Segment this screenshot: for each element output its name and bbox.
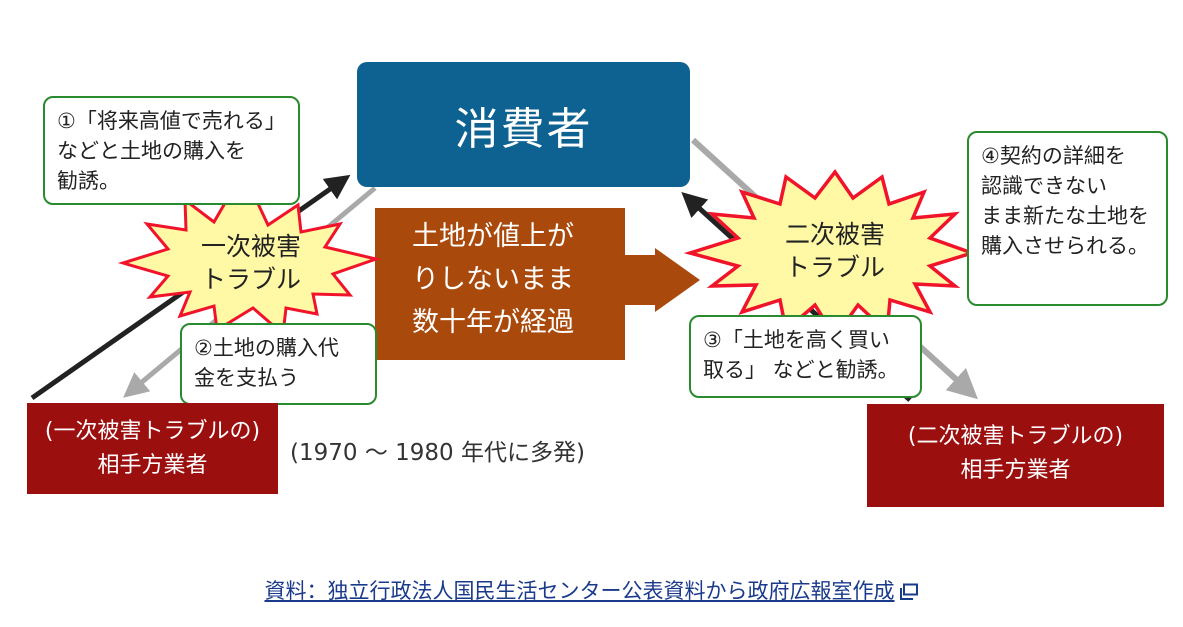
note-line: 勧誘。 (57, 169, 120, 193)
source-link-text: 資料：独立行政法人国民生活センター公表資料から政府広報室作成 (264, 579, 895, 603)
consumer-label: 消費者 (454, 103, 593, 155)
note-payment-primary: ②土地の購入代 金を支払う (180, 323, 377, 405)
note-line: などと土地の購入を (57, 139, 246, 163)
note-line: ②土地の購入代 (194, 336, 339, 360)
note-line: 購入させられる。 (981, 234, 1149, 258)
consumer-box: 消費者 (357, 62, 690, 187)
external-window-icon[interactable] (899, 583, 919, 601)
burst-primary (117, 189, 382, 337)
burst-line: 一次被害 (200, 232, 301, 261)
note-solicitation-primary: ①「将来高値で売れる」 などと土地の購入を 勧誘。 (43, 96, 300, 205)
note-line: ①「将来高値で売れる」 (57, 109, 286, 133)
note-line: 認識できない (981, 174, 1107, 198)
middle-line: 数十年が経過 (412, 307, 574, 338)
note-line: ④契約の詳細を (981, 144, 1126, 168)
vendor-secondary-box: (二次被害トラブルの) 相手方業者 (867, 404, 1164, 507)
burst-line: トラブル (784, 253, 885, 282)
vendor-line: (一次被害トラブルの) (44, 419, 261, 444)
vendor-line: 相手方業者 (97, 453, 208, 478)
middle-line: 土地が値上が (412, 221, 574, 252)
note-line: 取る」 などと勧誘。 (703, 358, 899, 382)
era-note: (1970 ～ 1980 年代に多発) (290, 440, 585, 466)
burst-line: トラブル (200, 265, 301, 294)
note-solicitation-secondary: ③「土地を高く買い 取る」 などと勧誘。 (689, 315, 922, 398)
middle-arrow-text: 土地が値上が りしないまま 数十年が経過 (383, 215, 603, 344)
burst-primary-label: 一次被害 トラブル (176, 230, 326, 296)
note-line: まま新たな土地を (981, 204, 1149, 228)
note-line: 金を支払う (194, 366, 299, 390)
burst-secondary-label: 二次被害 トラブル (760, 218, 910, 284)
middle-time-arrow (375, 208, 700, 360)
vendor-primary-box: (一次被害トラブルの) 相手方業者 (27, 403, 278, 494)
note-line: ③「土地を高く買い (703, 328, 890, 352)
burst-line: 二次被害 (784, 220, 885, 249)
vendor-line: (二次被害トラブルの) (907, 424, 1124, 449)
source-caption: 資料：独立行政法人国民生活センター公表資料から政府広報室作成 (0, 575, 1183, 605)
source-link[interactable]: 資料：独立行政法人国民生活センター公表資料から政府広報室作成 (265, 579, 895, 603)
vendor-line: 相手方業者 (960, 458, 1071, 483)
note-purchase-secondary: ④契約の詳細を 認識できない まま新たな土地を 購入させられる。 (967, 131, 1168, 306)
middle-line: りしないまま (412, 264, 574, 295)
